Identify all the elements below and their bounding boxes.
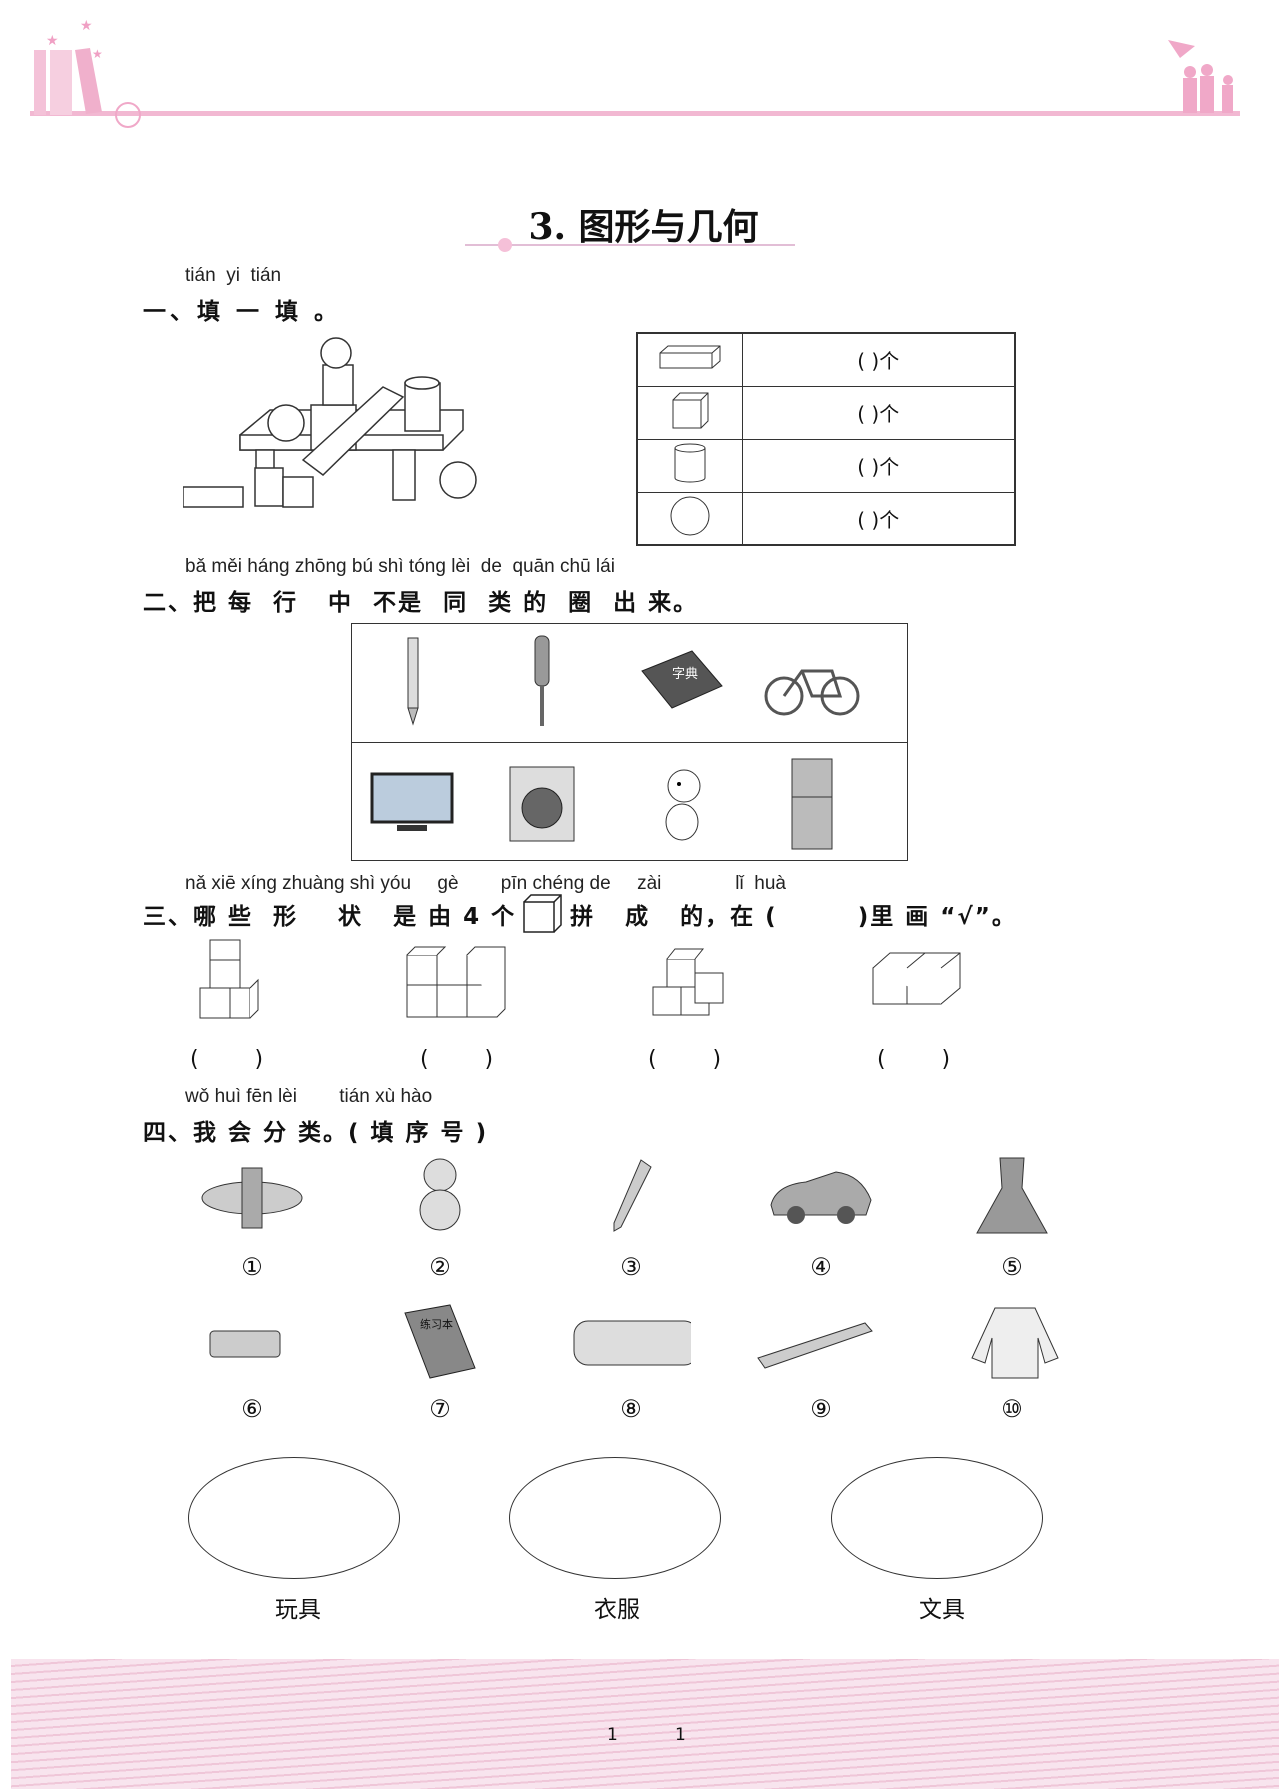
cube-figure-4 xyxy=(872,952,961,1005)
answer-paren-2[interactable]: ( ) xyxy=(420,1047,494,1072)
ruler-image xyxy=(755,1303,875,1383)
toy-car-image xyxy=(761,1155,881,1235)
cube-figure-2 xyxy=(406,946,506,1018)
sphere-icon xyxy=(670,496,710,536)
dictionary-image[interactable]: 字典 xyxy=(632,636,732,726)
item-number: ⑧ xyxy=(620,1395,642,1423)
pencil-image[interactable] xyxy=(362,636,462,726)
section3-heading-a: 三、哪 些 形 状 是 由 4 个 xyxy=(143,904,517,930)
television-image[interactable] xyxy=(362,759,462,849)
exercise-book-image: 练习本 xyxy=(380,1303,500,1383)
shape-count-table: ( )个 ( )个 ( )个 ( )个 xyxy=(636,332,1016,546)
jacket-image xyxy=(955,1303,1075,1383)
page-number-left: 1 xyxy=(607,1725,618,1745)
page-title: 3. 图形与几何 xyxy=(528,206,759,248)
odd-one-out-box: 字典 xyxy=(351,623,908,861)
blocks-illustration xyxy=(183,337,477,508)
answer-paren-4[interactable]: ( ) xyxy=(877,1047,951,1072)
title-underline xyxy=(465,238,795,252)
section3-heading-b: 拼 成 的，在 ( )里 画 “√”。 xyxy=(570,904,1017,930)
item-number: ② xyxy=(429,1253,451,1281)
category-oval-toys[interactable] xyxy=(188,1457,400,1579)
section2-pinyin: bǎ měi háng zhōng bú shì tóng lèi de quā… xyxy=(185,556,615,577)
pencil-small-image xyxy=(571,1155,691,1235)
count-answer[interactable]: ( )个 xyxy=(741,491,1016,546)
item-number: ⑥ xyxy=(241,1395,263,1423)
refrigerator-image[interactable] xyxy=(762,758,862,849)
item-number: ⑨ xyxy=(810,1395,832,1423)
eraser-image xyxy=(185,1303,305,1383)
svg-text:★: ★ xyxy=(80,18,93,34)
answer-paren-3[interactable]: ( ) xyxy=(648,1047,722,1072)
item-number: ④ xyxy=(810,1253,832,1281)
count-answer[interactable]: ( )个 xyxy=(741,438,1016,493)
item-number: ⑦ xyxy=(429,1395,451,1423)
washing-machine-image[interactable] xyxy=(492,759,592,849)
bicycle-image[interactable] xyxy=(762,636,862,726)
airplane-toy-image xyxy=(192,1155,312,1235)
header-decoration: ★ ★ ★ xyxy=(30,18,1240,128)
section4-heading: 四、我 会 分 类。( 填 序 号 ) xyxy=(143,1120,489,1146)
cube-figure-1 xyxy=(199,939,259,1019)
count-answer[interactable]: ( )个 xyxy=(741,385,1016,440)
svg-text:★: ★ xyxy=(92,47,103,61)
svg-text:★: ★ xyxy=(46,33,59,49)
section1-heading: 一、填 一 填 。 xyxy=(143,299,342,325)
cuboid-icon xyxy=(659,345,721,369)
cube-icon xyxy=(523,894,562,933)
item-number: ① xyxy=(241,1253,263,1281)
count-answer[interactable]: ( )个 xyxy=(741,332,1016,387)
cube-icon xyxy=(672,392,709,429)
category-label-stationery: 文具 xyxy=(919,1597,965,1623)
cylinder-icon xyxy=(674,443,706,483)
category-oval-clothes[interactable] xyxy=(509,1457,721,1579)
cube-figure-3 xyxy=(652,948,724,1016)
section3-heading-row: 三、哪 些 形 状 是 由 4 个 拼 成 的，在 ( )里 画 “√”。 xyxy=(143,893,1017,935)
section3-pinyin: nǎ xiē xíng zhuàng shì yóu gè pīn chéng … xyxy=(185,873,786,894)
dress-image xyxy=(952,1155,1072,1235)
section4-pinyin: wǒ huì fēn lèi tián xù hào xyxy=(185,1086,433,1107)
svg-text:字典: 字典 xyxy=(672,667,698,682)
teddy-bear-image xyxy=(380,1155,500,1235)
category-oval-stationery[interactable] xyxy=(831,1457,1043,1579)
pencil-case-image xyxy=(571,1303,691,1383)
category-label-toys: 玩具 xyxy=(275,1597,321,1623)
screwdriver-image[interactable] xyxy=(492,635,592,726)
page-number-right: 1 xyxy=(675,1725,686,1745)
item-number: ⑤ xyxy=(1001,1253,1023,1281)
section2-heading: 二、把 每 行 中 不是 同 类 的 圈 出 来。 xyxy=(143,590,699,616)
answer-paren-1[interactable]: ( ) xyxy=(190,1047,264,1072)
svg-text:练习本: 练习本 xyxy=(420,1317,453,1331)
item-number: ③ xyxy=(620,1253,642,1281)
category-label-clothes: 衣服 xyxy=(594,1597,640,1623)
puppy-image[interactable] xyxy=(632,759,732,849)
footer-band xyxy=(11,1659,1279,1789)
item-number: ⑩ xyxy=(1001,1395,1023,1423)
section1-pinyin: tián yi tián xyxy=(185,265,282,286)
